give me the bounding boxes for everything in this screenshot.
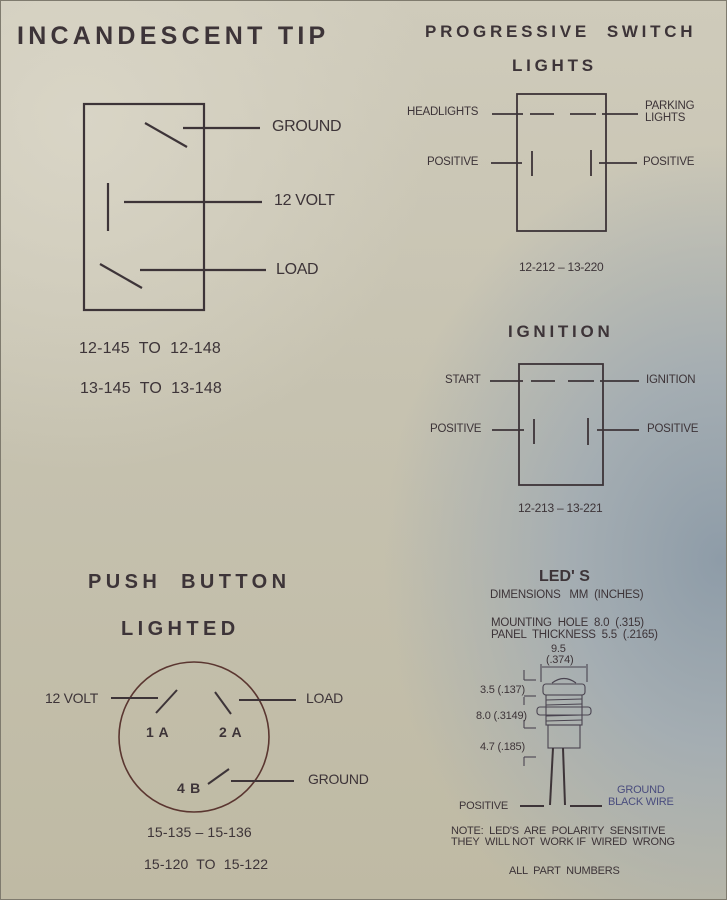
part-number-range: 12-145 TO 12-148 bbox=[79, 340, 221, 357]
ignition-part-numbers: 12-213 – 13-221 bbox=[518, 501, 603, 515]
terminal-12volt-label: 12 VOLT bbox=[45, 690, 99, 706]
leds-title: LED' S bbox=[539, 568, 590, 585]
headlights-label: HEADLIGHTS bbox=[407, 106, 479, 118]
progressive-switch-title: PROGRESSIVE SWITCH bbox=[425, 22, 697, 41]
positive-right-label: POSITIVE bbox=[647, 423, 699, 435]
ground-line1: GROUND bbox=[617, 784, 665, 796]
part-number-range: 15-120 TO 15-122 bbox=[144, 856, 269, 872]
parking-lights-line2: LIGHTS bbox=[645, 112, 686, 124]
pin-4b-label: 4 B bbox=[177, 780, 201, 796]
terminal-ground-label: GROUND bbox=[308, 771, 369, 787]
terminal-load-label: LOAD bbox=[306, 690, 344, 706]
positive-left-label: POSITIVE bbox=[427, 156, 479, 168]
terminal-load-label: LOAD bbox=[276, 261, 319, 278]
ignition-label: IGNITION bbox=[646, 374, 696, 386]
pin-1a-label: 1 A bbox=[146, 724, 170, 740]
panel-thickness-spec: PANEL THICKNESS 5.5 (.2165) bbox=[491, 629, 658, 641]
positive-right-label: POSITIVE bbox=[643, 156, 695, 168]
push-button-title: PUSH BUTTON bbox=[88, 571, 291, 593]
mounting-hole-spec: MOUNTING HOLE 8.0 (.315) bbox=[491, 617, 644, 629]
positive-left-label: POSITIVE bbox=[430, 423, 482, 435]
part-number-range: 13-145 TO 13-148 bbox=[80, 380, 222, 397]
terminal-ground-label: GROUND bbox=[272, 118, 342, 135]
progressive-part-numbers: 12-212 – 13-220 bbox=[519, 260, 604, 274]
incandescent-tip-title: INCANDESCENT TIP bbox=[17, 22, 330, 50]
start-label: START bbox=[445, 374, 481, 386]
parking-lights-label: PARKING LIGHTS bbox=[645, 100, 695, 124]
dim-thread-height: 8.0 (.3149) bbox=[476, 710, 527, 722]
pin-2a-label: 2 A bbox=[219, 724, 243, 740]
ground-line2: BLACK WIRE bbox=[608, 796, 674, 808]
polarity-note-line1: NOTE: LED'S ARE POLARITY SENSITIVE bbox=[451, 825, 666, 837]
dim-cap-height: 3.5 (.137) bbox=[480, 684, 525, 696]
dim-base-height: 4.7 (.185) bbox=[480, 741, 525, 753]
push-button-subtitle: LIGHTED bbox=[121, 618, 240, 640]
led-ground-label: GROUND BLACK WIRE bbox=[608, 784, 674, 808]
part-number-range: 15-135 – 15-136 bbox=[147, 824, 252, 840]
ignition-title: IGNITION bbox=[508, 322, 614, 341]
dimensions-header: DIMENSIONS MM (INCHES) bbox=[490, 589, 644, 601]
progressive-switch-subtitle: LIGHTS bbox=[512, 56, 597, 75]
all-part-numbers-footer: ALL PART NUMBERS bbox=[509, 865, 620, 877]
dim-width-in: (.374) bbox=[546, 654, 574, 666]
terminal-12volt-label: 12 VOLT bbox=[274, 192, 335, 209]
parking-lights-line1: PARKING bbox=[645, 100, 695, 112]
dim-width-mm: 9.5 bbox=[551, 643, 566, 655]
polarity-note-line2: THEY WILL NOT WORK IF WIRED WRONG bbox=[451, 836, 675, 848]
led-positive-label: POSITIVE bbox=[459, 800, 508, 812]
